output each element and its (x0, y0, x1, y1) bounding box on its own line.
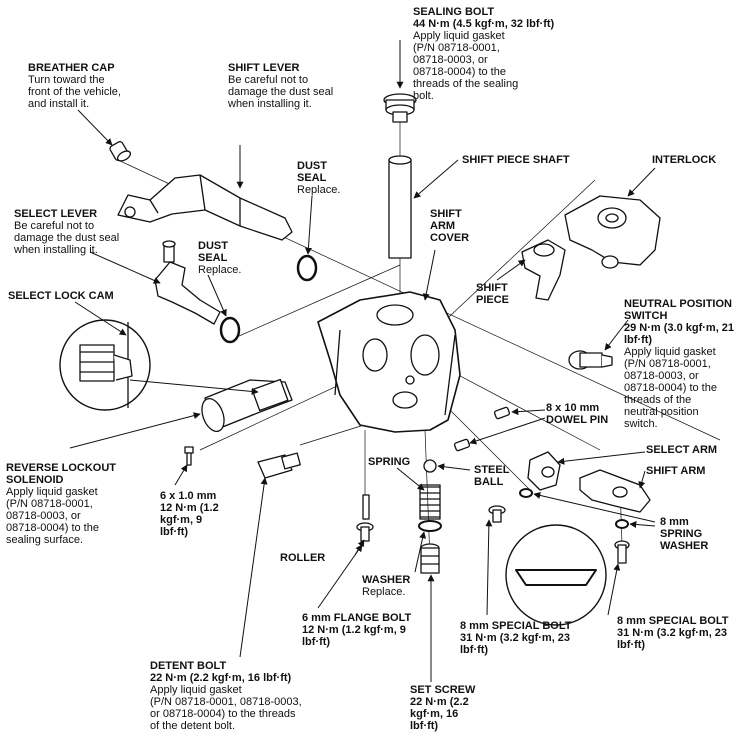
leader-lines (69, 40, 656, 682)
shift-lever-part (117, 174, 293, 241)
label-washer: WASHER Replace. (362, 574, 411, 598)
label-dust-seal-lower: DUST SEAL Replace. (198, 240, 242, 276)
label-reverse-lockout-solenoid: REVERSE LOCKOUT SOLENOID Apply liquid ga… (6, 462, 117, 546)
spring-washer-center (519, 488, 533, 498)
label-select-lever: SELECT LEVER Be careful not to damage th… (14, 208, 120, 256)
label-steel-ball: STEEL BALL (474, 464, 510, 488)
label-special-bolt-right: 8 mm SPECIAL BOLT 31 N·m (3.2 kgf·m, 23 … (617, 615, 729, 651)
label-spring-washer: 8 mm SPRING WASHER (660, 516, 709, 552)
special-bolt-right-part (614, 540, 630, 564)
label-select-arm: SELECT ARM (646, 444, 718, 456)
label-roller: ROLLER (280, 552, 326, 564)
label-flange-bolt: 6 mm FLANGE BOLT 12 N·m (1.2 kgf·m, 9 lb… (302, 612, 412, 648)
label-set-screw: SET SCREW 22 N·m (2.2 kgf·m, 16 lbf·ft) (410, 684, 476, 732)
roller-part (362, 494, 370, 520)
select-lock-cam-inset (59, 319, 151, 411)
dust-seal-upper-part (296, 254, 318, 282)
label-sealing-bolt: SEALING BOLT 44 N·m (4.5 kgf·m, 32 lbf·f… (413, 6, 555, 102)
dowel-pin-lower (453, 438, 471, 452)
steel-ball-part (423, 459, 437, 473)
bolt-6x1-part (184, 446, 194, 466)
shift-arm-cover-housing (317, 291, 461, 433)
select-lever-part (154, 240, 221, 325)
flange-bolt-part (356, 522, 374, 542)
label-shift-arm-cover: SHIFT ARM COVER (430, 208, 470, 244)
washer-part (418, 520, 442, 532)
label-breather-cap: BREATHER CAP Turn toward the front of th… (28, 62, 121, 110)
label-bolt-6x1: 6 x 1.0 mm 12 N·m (1.2 kgf·m, 9 lbf·ft) (160, 490, 219, 538)
shift-piece-shaft-part (388, 155, 412, 259)
label-special-bolt-center: 8 mm SPECIAL BOLT 31 N·m (3.2 kgf·m, 23 … (460, 620, 572, 656)
label-spring: SPRING (368, 456, 411, 468)
special-bolt-center-part (488, 505, 506, 523)
shift-piece-part (521, 239, 566, 301)
shift-arm-part (579, 469, 651, 513)
label-select-lock-cam: SELECT LOCK CAM (8, 290, 114, 302)
label-neutral-position-switch: NEUTRAL POSITION SWITCH 29 N·m (3.0 kgf·… (624, 298, 735, 430)
label-shift-piece-shaft: SHIFT PIECE SHAFT (462, 154, 570, 166)
select-arm-part (527, 451, 561, 491)
detent-bolt-part (257, 452, 301, 479)
label-shift-piece: SHIFT PIECE (476, 282, 510, 306)
sealing-bolt-part (383, 93, 417, 123)
label-shift-lever: SHIFT LEVER Be careful not to damage the… (228, 62, 334, 110)
dust-seal-lower-part (219, 316, 241, 344)
label-dowel-pin: 8 x 10 mm DOWEL PIN (546, 402, 609, 426)
label-dust-seal-upper: DUST SEAL Replace. (297, 160, 341, 196)
spring-part (419, 484, 441, 520)
spring-washer-right (615, 519, 629, 529)
label-shift-arm: SHIFT ARM (646, 465, 706, 477)
reverse-lockout-solenoid-part (201, 378, 293, 432)
breather-cap-part (109, 141, 132, 162)
label-detent-bolt: DETENT BOLT 22 N·m (2.2 kgf·m, 16 lbf·ft… (150, 660, 302, 732)
dowel-pin-upper (493, 406, 511, 420)
interlock-part (564, 195, 661, 269)
label-interlock: INTERLOCK (652, 154, 717, 166)
set-screw-part (420, 543, 440, 574)
spring-washer-inset (505, 524, 607, 626)
neutral-position-switch-part (568, 350, 613, 370)
